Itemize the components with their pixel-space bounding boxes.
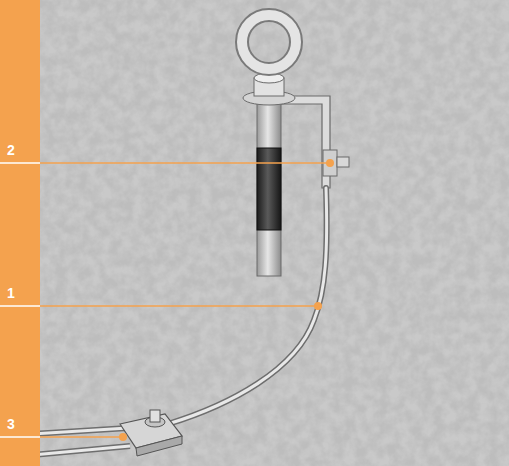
leader-line	[40, 436, 123, 438]
leader-line	[40, 305, 318, 307]
leader-line	[40, 162, 330, 164]
bar-divider	[0, 305, 40, 307]
clamp-bolt	[337, 157, 349, 167]
leader-dot	[326, 159, 334, 167]
eye-ring-highlight	[242, 15, 296, 69]
bar-divider	[0, 162, 40, 164]
callout-bar	[0, 0, 40, 466]
leader-dot	[119, 433, 127, 441]
callout-number: 3	[7, 416, 15, 432]
callout-number: 2	[7, 142, 15, 158]
bar-divider	[0, 436, 40, 438]
cross-connector-side	[136, 436, 182, 456]
connector-bolt	[150, 410, 160, 422]
leader-dot	[314, 302, 322, 310]
eye-ring	[242, 15, 296, 69]
callout-number: 1	[7, 285, 15, 301]
insulating-sleeve	[257, 148, 281, 230]
anchor-shaft	[257, 100, 281, 276]
